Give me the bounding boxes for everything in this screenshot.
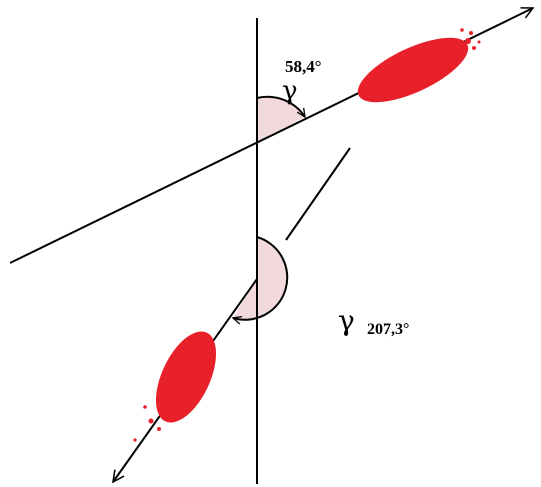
upper-blood-stain [357,28,481,103]
top-angle-symbol: γ [282,76,298,106]
bottom-angle-value-label: 207,3° [367,321,409,338]
bottom-angle-symbol: γ [338,304,355,337]
bottom-angle-sector [233,237,288,320]
top-angle-value-label: 58,4° [285,57,322,76]
helper-line [285,147,351,241]
top-angle-sector [257,96,305,143]
bottom-angle-arc [233,236,289,320]
lower-blood-stain [133,331,217,442]
top-angle-arc [256,95,305,117]
